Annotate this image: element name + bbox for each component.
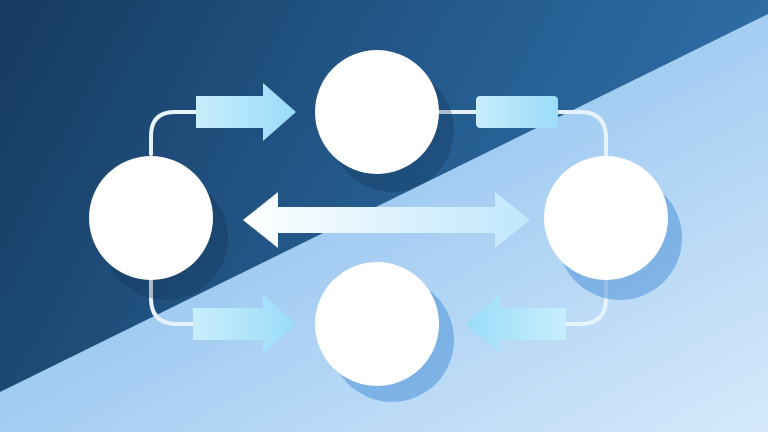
node-bottom — [315, 262, 439, 386]
connector-left-to-top — [149, 110, 198, 156]
arrow-left-to-bottom — [193, 294, 296, 354]
node-right — [544, 156, 668, 280]
connector-lines — [149, 110, 608, 326]
node-top — [315, 50, 439, 174]
arrow-right-to-bottom — [465, 294, 566, 354]
connector-left-to-bottom — [149, 276, 198, 326]
connector-bar-top-right — [476, 96, 558, 128]
connector-right-to-top — [556, 110, 608, 158]
double-arrow-left-right — [243, 192, 530, 248]
node-left — [89, 156, 213, 280]
arrow-left-to-top — [196, 83, 296, 141]
